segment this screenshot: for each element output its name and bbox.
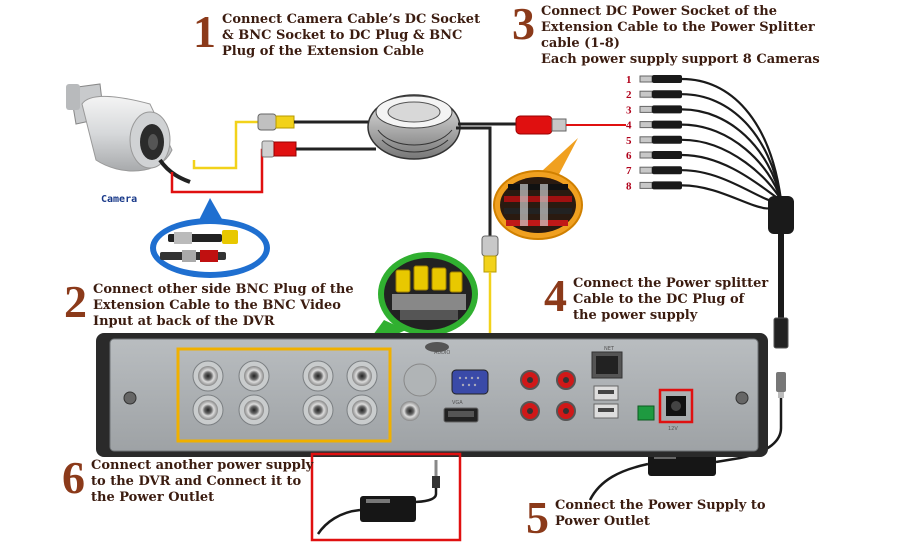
dvr: AUDIO VGA NET 12V [96,333,768,457]
step-4-text: Connect the Power splitter Cable to the … [573,276,769,323]
bnc-connector [352,400,372,420]
extension-plugs [257,113,376,158]
splitter-plug [652,90,682,99]
splitter-plug [652,75,682,83]
splitter-wire [681,93,783,201]
step-6-number: 6 [62,452,85,503]
power-supply-5 [588,452,716,501]
bnc-connector [244,400,264,420]
bnc-connector [352,366,372,386]
splitter-label-6: 6 [626,150,632,162]
bnc-connector [198,366,218,386]
splitter-label-2: 2 [626,89,632,101]
power-splitter: 1 2 3 4 5 6 7 8 [626,74,783,210]
step-3-number: 3 [512,0,535,49]
bnc-connector [198,400,218,420]
splitter-plug-tip [639,90,653,98]
splitter-label-1: 1 [626,74,632,86]
splitter-plug [652,166,682,175]
step-5-number: 5 [526,492,549,543]
step-5: 5 Connect the Power Supply to Power Outl… [526,492,766,543]
bnc-connector [244,366,264,386]
splitter-plug-tip [639,105,653,113]
callout-orange [493,138,583,240]
splitter-plug-tip [639,166,653,174]
splitter-plug [652,151,682,159]
step-1-number: 1 [193,6,216,57]
step-6: 6 Connect another power supply to the DV… [62,452,314,506]
bnc-connector [308,400,328,420]
svg-text:NET: NET [604,346,615,352]
splitter-wire [681,77,783,201]
callout-blue [150,198,270,278]
step-4-number: 4 [544,270,567,321]
power-supply-6 [310,452,462,542]
splitter-plug [652,181,682,190]
splitter-label-7: 7 [626,165,632,177]
splitter-plug-tip [639,75,653,83]
splitter-wire [681,108,783,201]
splitter-plug-tip [639,151,653,159]
dc-socket [515,115,626,135]
step-6-text: Connect another power supply to the DVR … [91,458,314,505]
bnc-plug-to-dvr [481,235,499,336]
step-1-text: Connect Camera Cable’s DC Socket & BNC S… [222,12,481,59]
svg-text:AUDIO: AUDIO [434,350,450,356]
splitter-label-3: 3 [626,104,632,116]
svg-text:VGA: VGA [452,400,463,406]
camera-label: Camera [101,194,138,205]
splitter-plug [652,105,682,114]
splitter-label-5: 5 [626,135,632,147]
step-3-text: Connect DC Power Socket of the Extension… [541,4,820,67]
splitter-plug-tip [639,181,653,189]
step-2-text: Connect other side BNC Plug of the Exten… [93,282,354,329]
splitter-label-4: 4 [626,120,632,132]
step-3: 3 Connect DC Power Socket of the Extensi… [512,0,820,68]
splitter-wire [681,138,782,201]
splitter-trunk [715,196,794,464]
splitter-plug [652,135,682,144]
step-1: 1 Connect Camera Cable’s DC Socket & BNC… [193,6,481,60]
splitter-plug-tip [639,136,653,144]
splitter-wire [681,123,783,201]
splitter-label-8: 8 [626,180,632,192]
svg-text:12V: 12V [668,426,678,432]
step-2: 2 Connect other side BNC Plug of the Ext… [64,276,354,330]
step-2-number: 2 [64,276,87,327]
callout-green [362,252,478,350]
camera [66,83,191,184]
step-5-text: Connect the Power Supply to Power Outlet [555,498,766,529]
splitter-plug-tip [639,121,653,129]
splitter-plug [652,120,682,129]
step-4: 4 Connect the Power splitter Cable to th… [544,270,769,324]
bnc-connector [308,366,328,386]
cable-reel [367,94,518,240]
